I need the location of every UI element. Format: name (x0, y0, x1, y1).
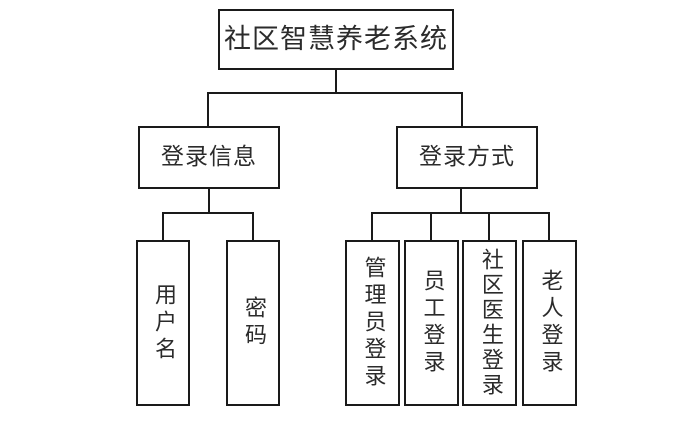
connector-login-method-stem (460, 189, 462, 214)
node-login-info-label: 登录信息 (161, 144, 257, 170)
node-staff-login-label: 员工登录 (419, 269, 445, 377)
node-admin-login[interactable]: 管理员登录 (345, 240, 400, 406)
node-login-method-label: 登录方式 (419, 144, 515, 170)
node-admin-login-label: 管理员登录 (360, 255, 386, 391)
connector-root-bar (207, 92, 463, 94)
connector-login-method-bar (371, 212, 549, 214)
connector-login-method-to-staff (430, 212, 432, 241)
node-community-doctor-login-label: 社区医生登录 (477, 248, 503, 398)
connector-root-to-login-method (461, 92, 463, 128)
connector-login-method-to-elder (548, 212, 550, 241)
node-elder-login[interactable]: 老人登录 (522, 240, 577, 406)
connector-login-method-to-admin (371, 212, 373, 241)
connector-login-info-bar (162, 212, 254, 214)
connector-login-info-stem (208, 189, 210, 214)
node-password-label: 密码 (240, 296, 266, 350)
connector-login-info-to-username (162, 212, 164, 241)
connector-login-info-to-password (252, 212, 254, 241)
node-root-system[interactable]: 社区智慧养老系统 (218, 9, 454, 70)
node-login-info[interactable]: 登录信息 (138, 126, 280, 189)
node-login-method[interactable]: 登录方式 (396, 126, 538, 189)
node-password[interactable]: 密码 (226, 240, 280, 406)
connector-root-stem (335, 69, 337, 94)
node-root-system-label: 社区智慧养老系统 (224, 24, 448, 55)
connector-login-method-to-doctor (488, 212, 490, 241)
node-username[interactable]: 用户名 (136, 240, 190, 406)
node-community-doctor-login[interactable]: 社区医生登录 (462, 240, 517, 406)
node-elder-login-label: 老人登录 (537, 269, 563, 377)
node-username-label: 用户名 (150, 282, 176, 364)
node-staff-login[interactable]: 员工登录 (404, 240, 459, 406)
connector-root-to-login-info (207, 92, 209, 128)
